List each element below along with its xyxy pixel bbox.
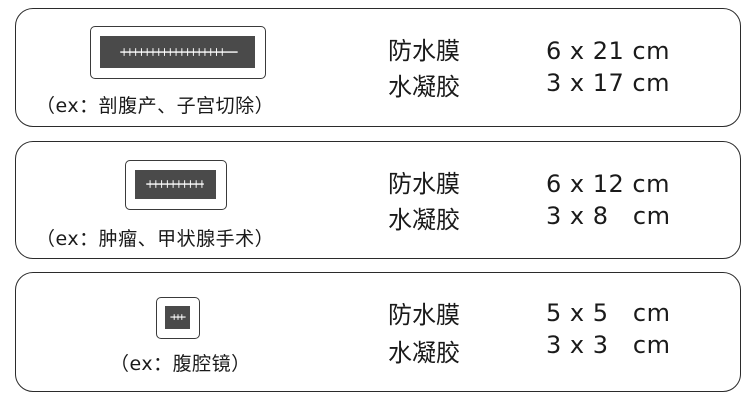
large-incision-dressing-icon: [90, 26, 266, 79]
material-hydrogel: 水凝胶: [388, 206, 460, 234]
material-film: 防水膜: [388, 301, 460, 329]
example-procedures: （ex：肿瘤、甲状腺手术）: [36, 228, 275, 250]
size-card-large: （ex：剖腹产、子宫切除） 防水膜 水凝胶 6 x 21 cm 3 x 17 c…: [15, 8, 741, 127]
material-hydrogel: 水凝胶: [388, 339, 460, 367]
example-procedures: （ex：腹腔镜）: [110, 353, 251, 375]
size-hydrogel: 3 x 17 cm: [546, 69, 670, 97]
medium-incision-dressing-icon: [125, 160, 227, 210]
size-film: 6 x 12 cm: [546, 170, 670, 198]
incision-stitch-icon: [120, 48, 238, 56]
incision-stitch-icon: [146, 180, 204, 188]
size-card-medium: （ex：肿瘤、甲状腺手术） 防水膜 水凝胶 6 x 12 cm 3 x 8 cm: [15, 141, 741, 259]
example-procedures: （ex：剖腹产、子宫切除）: [36, 95, 275, 117]
size-film: 5 x 5 cm: [546, 299, 671, 327]
incision-stitch-icon: [170, 314, 186, 320]
size-card-small: （ex：腹腔镜） 防水膜 水凝胶 5 x 5 cm 3 x 3 cm: [15, 272, 741, 392]
material-film: 防水膜: [388, 37, 460, 65]
size-film: 6 x 21 cm: [546, 37, 670, 65]
material-hydrogel: 水凝胶: [388, 73, 460, 101]
small-incision-dressing-icon: [156, 297, 200, 339]
material-film: 防水膜: [388, 170, 460, 198]
size-hydrogel: 3 x 8 cm: [546, 202, 671, 230]
size-hydrogel: 3 x 3 cm: [546, 331, 671, 359]
